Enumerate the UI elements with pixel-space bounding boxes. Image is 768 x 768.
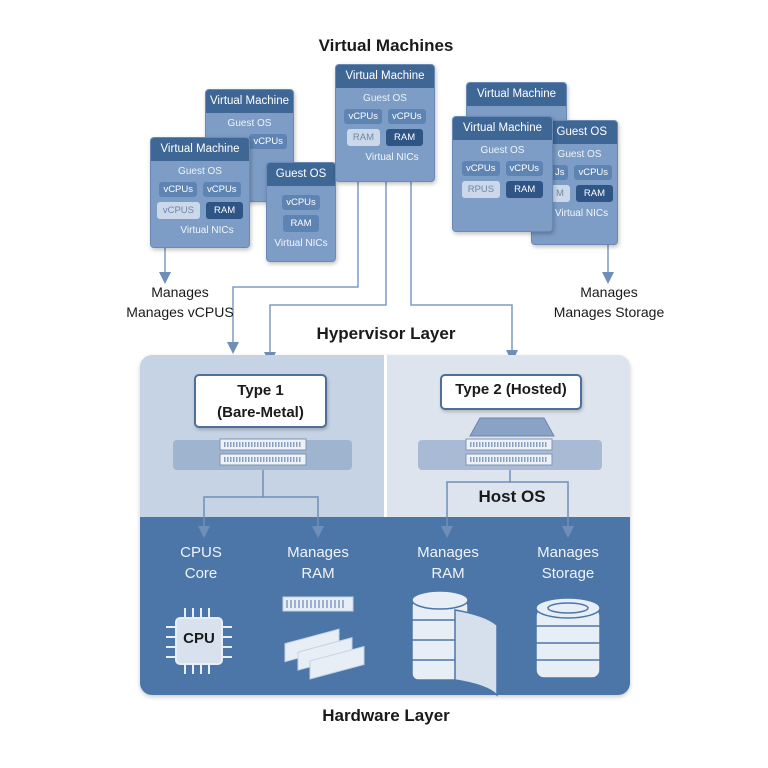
database-icon	[411, 590, 498, 697]
divider	[384, 355, 387, 517]
vm-title: Virtual Machine	[151, 138, 249, 161]
vcpu-chip: vCPUs	[461, 161, 500, 176]
type2-hypervisor-box[interactable]: Type 2 (Hosted)	[440, 374, 582, 410]
storage-icon	[535, 597, 601, 679]
vm-title: Guest OS	[267, 163, 335, 186]
vcpu-chip: vCPUs	[505, 161, 544, 176]
type1-hypervisor-box[interactable]: Type 1 (Bare-Metal)	[194, 374, 327, 428]
virtual-nics-label: Virtual NICs	[554, 208, 609, 219]
type1-sublabel: (Bare-Metal)	[217, 404, 304, 421]
ram-chip: M	[549, 185, 570, 202]
vm-title: Virtual Machine	[206, 90, 293, 113]
cpu-icon	[166, 608, 232, 674]
virtual-machines-title: Virtual Machines	[318, 36, 454, 55]
ram-module-icon	[282, 596, 365, 680]
hardware-item-cpu: CPUS Core	[180, 542, 222, 584]
ram-chip: RAM	[206, 202, 244, 219]
vm-title: l Guest OS	[532, 121, 617, 144]
hardware-item-line1: Manages	[417, 544, 479, 561]
hardware-layer-title: Hardware Layer	[322, 706, 450, 725]
ram-chip: RAM	[575, 185, 614, 202]
cloud-os-icon	[469, 417, 555, 437]
hypervisor-layer-title: Hypervisor Layer	[316, 324, 456, 343]
guest-os-label: Guest OS	[178, 166, 222, 177]
vm-title: Virtual Machine	[453, 117, 552, 140]
virtual-nics-label: Virtual NICs	[274, 238, 328, 249]
host-os-label: Host OS	[474, 487, 550, 507]
vm-title: Virtual Machine	[336, 65, 434, 88]
right-note-line2: Manages Storage	[553, 304, 665, 320]
vcpu-chip: vCPUs	[249, 134, 287, 149]
hardware-item-line1: Manages	[537, 544, 599, 561]
cpu-icon-label: CPU	[183, 630, 215, 647]
vcpu-chip: vCPUs	[388, 109, 426, 124]
ram-chip: RAM	[506, 181, 544, 198]
guest-os-label: Guest OS	[363, 93, 407, 104]
guest-os-label: Guest OS	[480, 145, 525, 156]
hardware-item-line2: RAM	[431, 565, 465, 582]
virtual-nics-label: Virtual NICs	[180, 225, 234, 236]
hardware-item-line2: RAM	[301, 565, 335, 582]
vm-card[interactable]: Virtual Machine Guest OS vCPUs vCPUs RPUS…	[452, 116, 553, 232]
vcpu-chip: vCPUs	[203, 182, 241, 197]
vm-card[interactable]: Virtual Machine Guest OS vCPUs vCPUs RAM R…	[335, 64, 435, 182]
hardware-item-line2: Storage	[541, 565, 595, 582]
right-note-line1: Manages	[580, 284, 638, 300]
guest-os-label: Guest OS	[227, 118, 272, 129]
ram-chip: RAM	[386, 129, 424, 146]
type2-label: Type 2 (Hosted)	[455, 381, 567, 398]
type1-label: Type 1	[237, 382, 284, 399]
vcpu-chip: Js	[550, 165, 569, 180]
hardware-item-line2: Core	[184, 565, 218, 582]
vm-title: Virtual Machine	[467, 83, 566, 106]
hardware-item-line1: Manages	[287, 544, 349, 561]
right-note: Manages Manages Storage	[554, 282, 665, 322]
vcpu-chip: vCPUs	[282, 195, 320, 210]
vcpu-chip: vCPUs	[159, 182, 197, 197]
vcpu-chip: vCPUs	[344, 109, 382, 124]
vcpu-chip: vCPUS	[156, 202, 201, 219]
vcpu-chip: vCPUs	[574, 165, 613, 180]
vm-card[interactable]: Virtual Machine Guest OS vCPUs vCPUs vCPU…	[150, 137, 250, 248]
ram-chip: RAM	[346, 129, 380, 146]
vcpu-chip: RPUS	[461, 181, 501, 198]
left-note-line1: Manages	[151, 284, 209, 300]
hardware-item-line1: CPUS	[180, 544, 222, 561]
virtual-nics-label: Virtual NICs	[365, 152, 419, 163]
ram-chip: RAM	[283, 215, 319, 232]
vm-card[interactable]: Guest OS vCPUs RAM Virtual NICs	[266, 162, 336, 262]
guest-os-label: Guest OS	[557, 149, 602, 160]
left-note-line2: Manages vCPUS	[126, 304, 234, 320]
left-note: Manages Manages vCPUS	[126, 282, 233, 322]
